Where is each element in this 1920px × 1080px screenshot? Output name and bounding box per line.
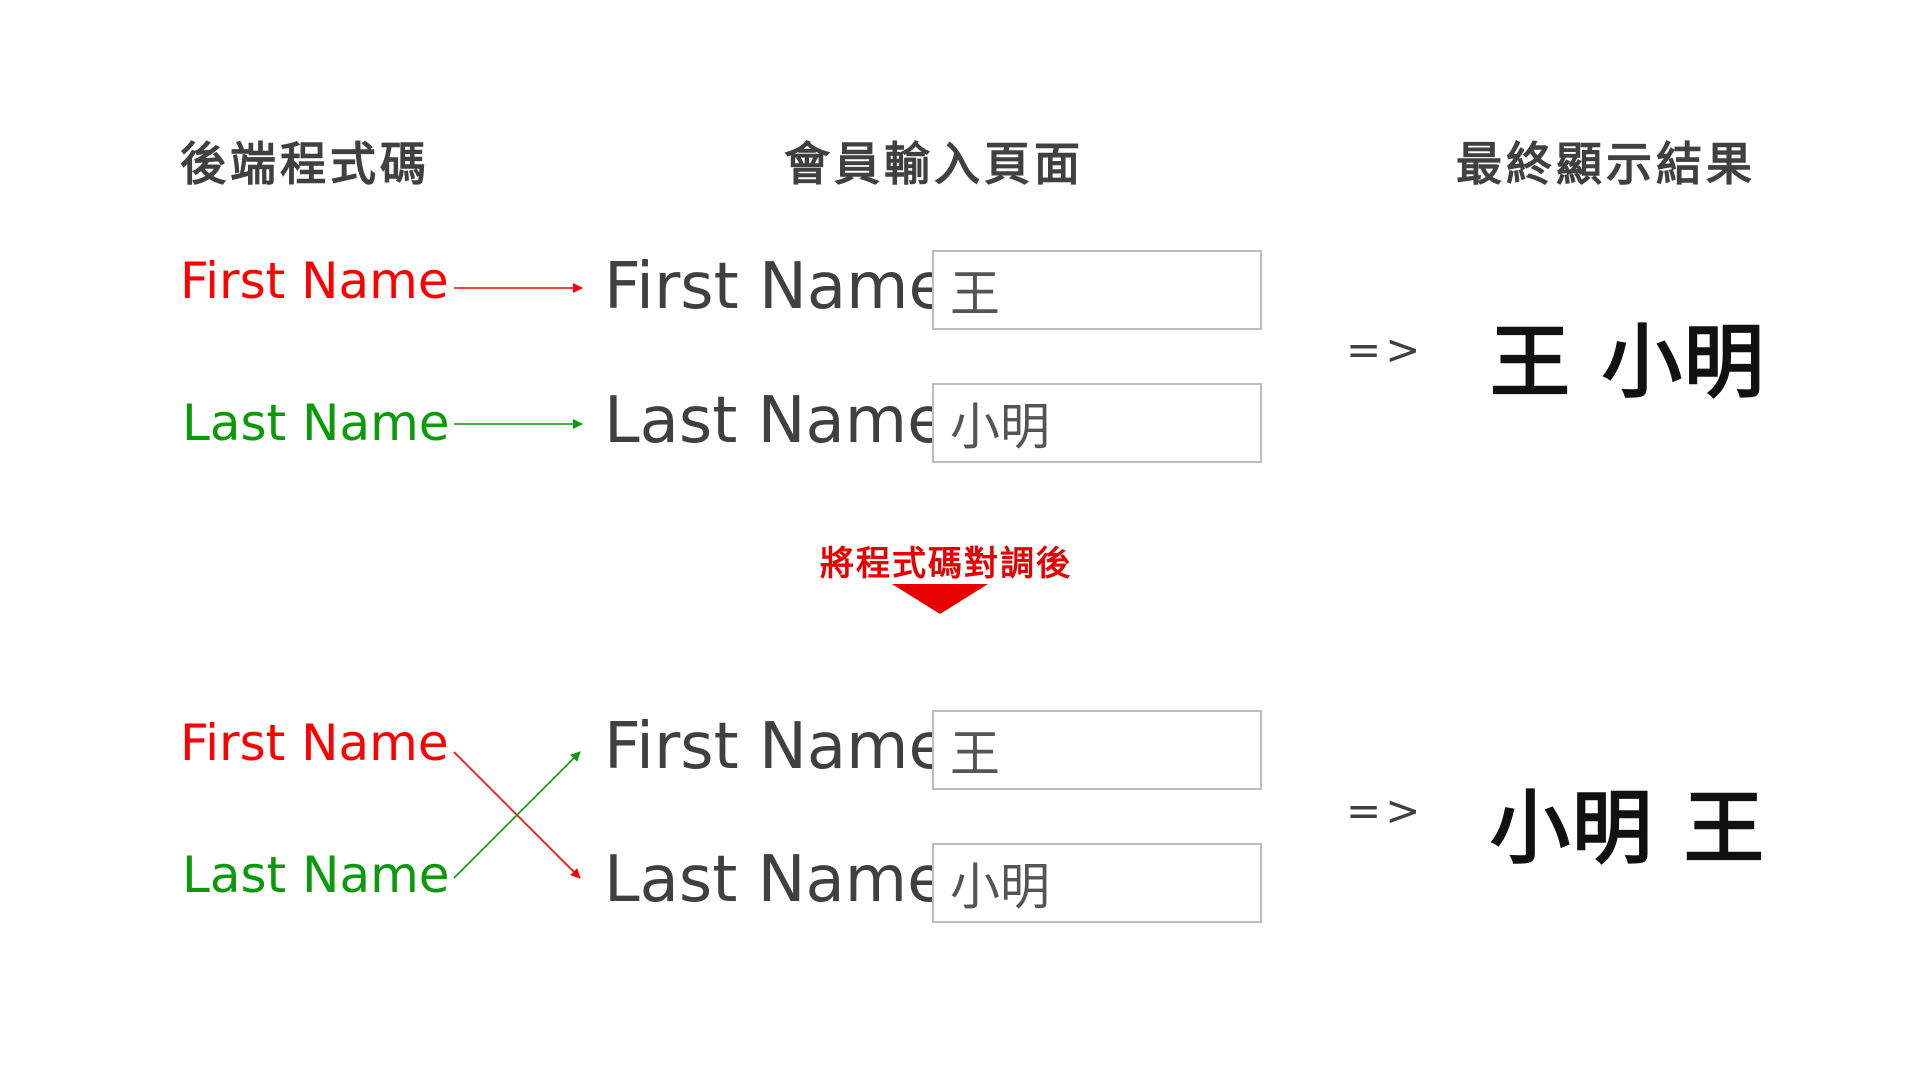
top-form-last-name-label: Last Name — [604, 384, 947, 458]
bottom-first-name-arrow — [453, 751, 581, 879]
top-code-last-name: Last Name — [182, 394, 450, 452]
top-first-name-value: 王 — [950, 265, 1000, 323]
header-final-result: 最終顯示結果 — [1456, 137, 1756, 191]
header-backend-code: 後端程式碼 — [180, 137, 430, 191]
top-first-name-input[interactable]: 王 — [932, 250, 1262, 330]
bottom-first-name-input[interactable]: 王 — [932, 710, 1262, 790]
bottom-form-last-name-label: Last Name — [604, 843, 947, 917]
bottom-last-name-value: 小明 — [950, 858, 1050, 916]
bottom-last-name-arrow — [453, 751, 581, 879]
bottom-code-last-name: Last Name — [182, 846, 450, 904]
top-final-result: 王 小明 — [1490, 316, 1766, 409]
bottom-result-arrow: => — [1346, 786, 1425, 835]
top-code-first-name: First Name — [180, 252, 449, 310]
bottom-last-name-input[interactable]: 小明 — [932, 843, 1262, 923]
bottom-code-first-name: First Name — [180, 714, 449, 772]
bottom-form-first-name-label: First Name — [604, 710, 948, 784]
top-last-name-input[interactable]: 小明 — [932, 383, 1262, 463]
top-result-arrow: => — [1346, 325, 1425, 374]
bottom-first-name-value: 王 — [950, 725, 1000, 783]
header-member-input-page: 會員輸入頁面 — [784, 137, 1084, 191]
down-triangle-icon — [892, 584, 988, 614]
top-last-name-value: 小明 — [950, 398, 1050, 456]
bottom-final-result: 小明 王 — [1490, 782, 1766, 875]
top-form-first-name-label: First Name — [604, 250, 948, 324]
swap-label: 將程式碼對調後 — [820, 544, 1072, 584]
